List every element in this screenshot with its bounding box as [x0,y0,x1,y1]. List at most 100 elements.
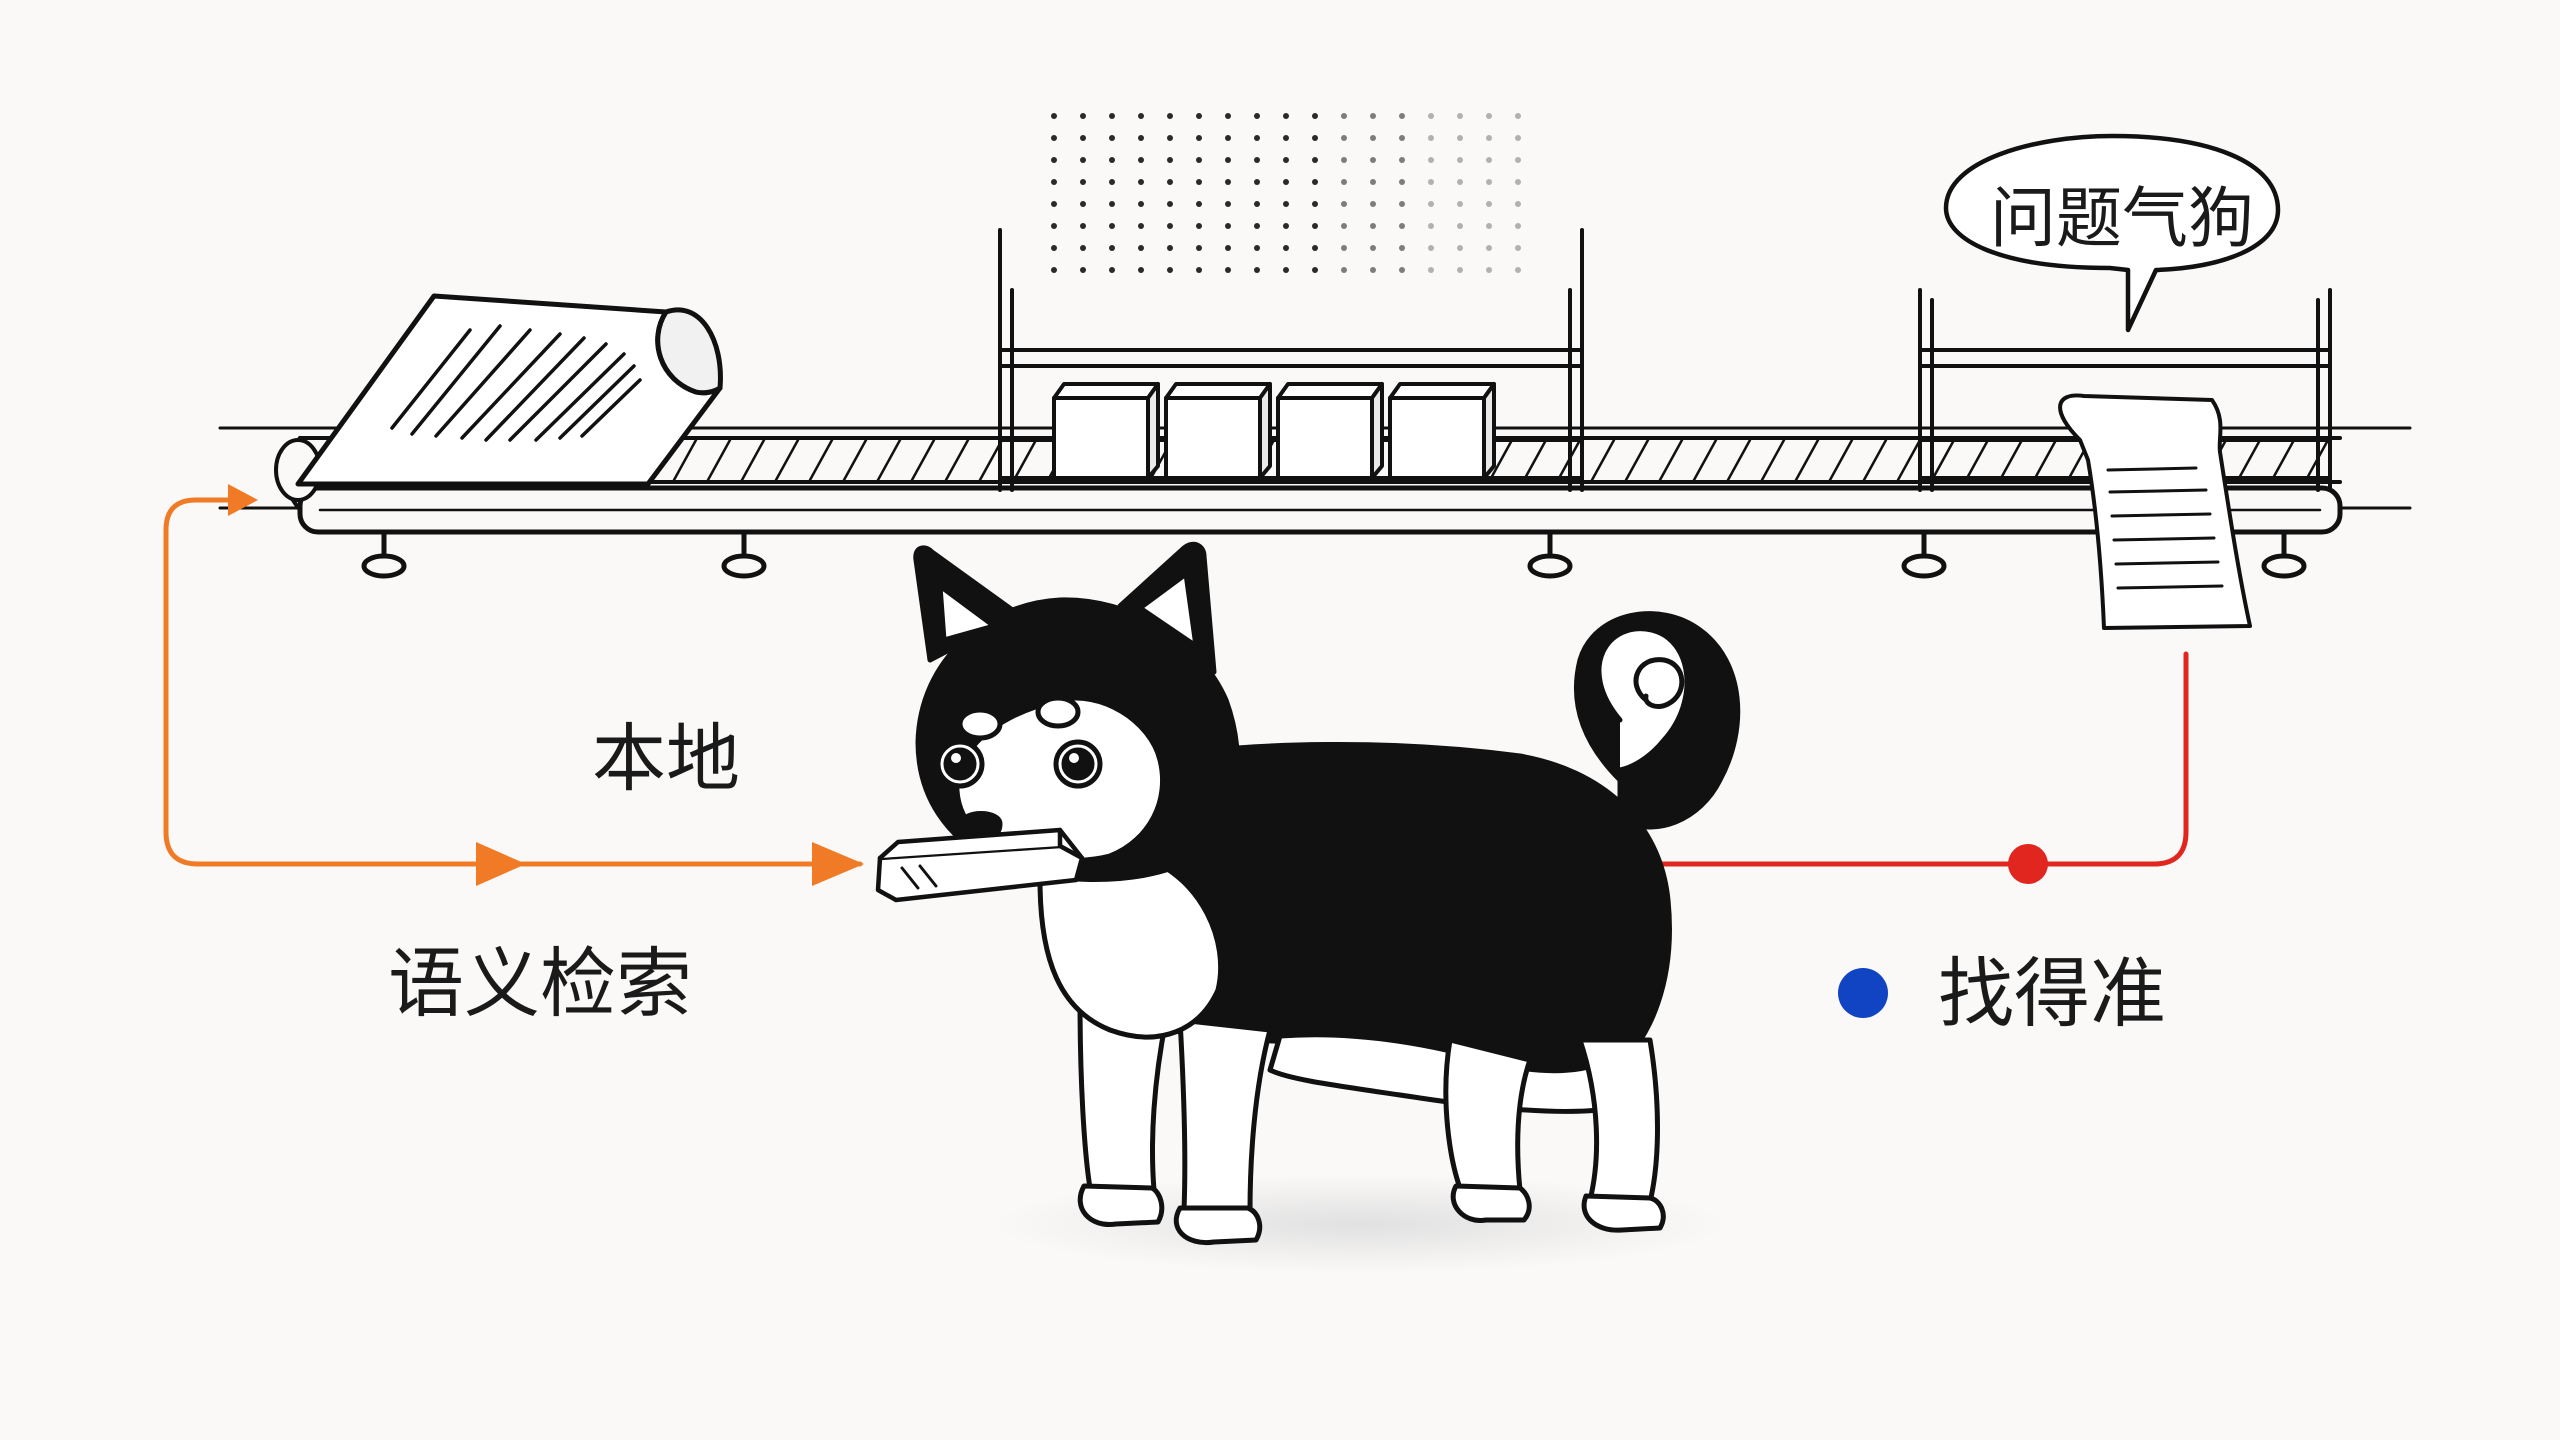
grid-dot [1080,267,1086,273]
embedding-dot-grid [1051,113,1521,273]
grid-dot [1167,135,1173,141]
grid-dot [1312,113,1318,119]
grid-dot [1399,201,1405,207]
grid-dot [1428,267,1434,273]
block-cube [1276,382,1384,480]
belt-slat [1828,438,1854,482]
grid-dot [1051,245,1057,251]
grid-dot [1428,157,1434,163]
grid-dot [1515,179,1521,185]
grid-dot [1486,135,1492,141]
belt-slat [1930,438,1956,482]
grid-dot [1370,179,1376,185]
grid-dot [1138,157,1144,163]
grid-dot [1486,157,1492,163]
grid-dot [1486,179,1492,185]
label-semantic-search: 语义检索 [388,939,692,1028]
grid-dot [1196,267,1202,273]
grid-dot [1167,201,1173,207]
grid-dot [1051,135,1057,141]
grid-dot [1341,179,1347,185]
grid-dot [1370,223,1376,229]
grid-dot [1051,179,1057,185]
belt-slat [910,438,936,482]
grid-dot [1341,157,1347,163]
grid-dot [1486,267,1492,273]
grid-dot [1341,113,1347,119]
grid-dot [1515,223,1521,229]
grid-dot [1109,135,1115,141]
grid-dot [1312,245,1318,251]
belt-slat [1522,438,1548,482]
block-cube [1164,382,1272,480]
grid-dot [1225,135,1231,141]
belt-slat [1794,438,1820,482]
grid-dot [1515,113,1521,119]
belt-slat [774,438,800,482]
grid-dot [1457,179,1463,185]
grid-dot [1283,223,1289,229]
arrowhead-left [228,484,258,516]
grid-dot [1167,113,1173,119]
accurate-dot-icon [1838,968,1888,1018]
grid-dot [1283,113,1289,119]
belt-slat [876,438,902,482]
grid-dot [1051,201,1057,207]
grid-dot [1283,135,1289,141]
belt-slat [1862,438,1888,482]
grid-dot [1225,267,1231,273]
grid-dot [1515,135,1521,141]
grid-dot [1457,113,1463,119]
grid-dot [1428,135,1434,141]
conveyor-leg [2261,531,2307,579]
grid-dot [1109,245,1115,251]
belt-slat [2032,438,2058,482]
dog-shadow [990,1174,1730,1274]
grid-dot [1486,113,1492,119]
receipt-icon [2058,393,2252,630]
grid-dot [1515,157,1521,163]
grid-dot [1167,157,1173,163]
grid-dot [1196,113,1202,119]
grid-dot [1370,267,1376,273]
grid-dot [1515,245,1521,251]
grid-dot [1196,135,1202,141]
grid-dot [1486,245,1492,251]
grid-dot [1080,179,1086,185]
grid-dot [1051,267,1057,273]
arrowhead-mid [476,842,526,886]
belt-slat [2236,438,2262,482]
grid-dot [1138,201,1144,207]
belt-slat [1726,438,1752,482]
grid-dot [1080,201,1086,207]
grid-dot [1196,245,1202,251]
grid-dot [1196,201,1202,207]
grid-dot [1138,245,1144,251]
grid-dot [1167,267,1173,273]
grid-dot [1341,245,1347,251]
grid-dot [1254,223,1260,229]
belt-slat [1488,438,1514,482]
belt-slat [2270,438,2296,482]
belt-slat [1760,438,1786,482]
grid-dot [1254,245,1260,251]
block-icon [1052,382,1496,480]
grid-dot [1515,201,1521,207]
grid-dot [1138,113,1144,119]
speech-bubble-text: 问题气狗 [1990,180,2254,257]
grid-dot [1428,113,1434,119]
grid-dot [1283,157,1289,163]
grid-dot [1138,267,1144,273]
grid-dot [1341,201,1347,207]
grid-dot [1225,113,1231,119]
grid-dot [1254,267,1260,273]
grid-dot [1428,179,1434,185]
belt-slat [1658,438,1684,482]
grid-dot [1428,245,1434,251]
shiba-dog-icon [913,541,1741,1246]
grid-dot [1283,245,1289,251]
grid-dot [1399,245,1405,251]
conveyor-leg [1527,531,1573,579]
grid-dot [1167,245,1173,251]
grid-dot [1051,223,1057,229]
